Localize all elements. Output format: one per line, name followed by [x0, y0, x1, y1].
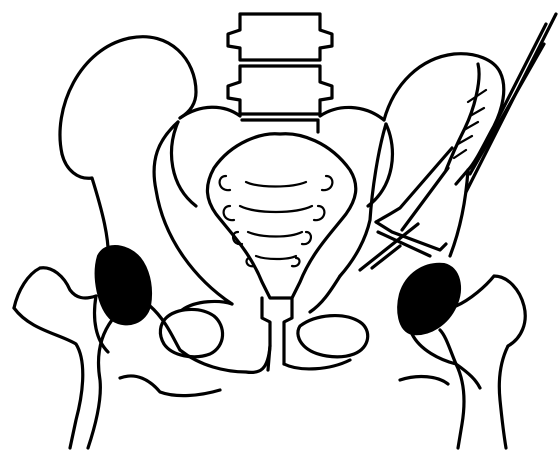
left-ilium [60, 37, 232, 304]
right-hip-joint [398, 264, 525, 448]
lumbar-vertebrae [228, 14, 332, 132]
sacrum [172, 107, 393, 370]
left-hip-joint [14, 246, 180, 448]
